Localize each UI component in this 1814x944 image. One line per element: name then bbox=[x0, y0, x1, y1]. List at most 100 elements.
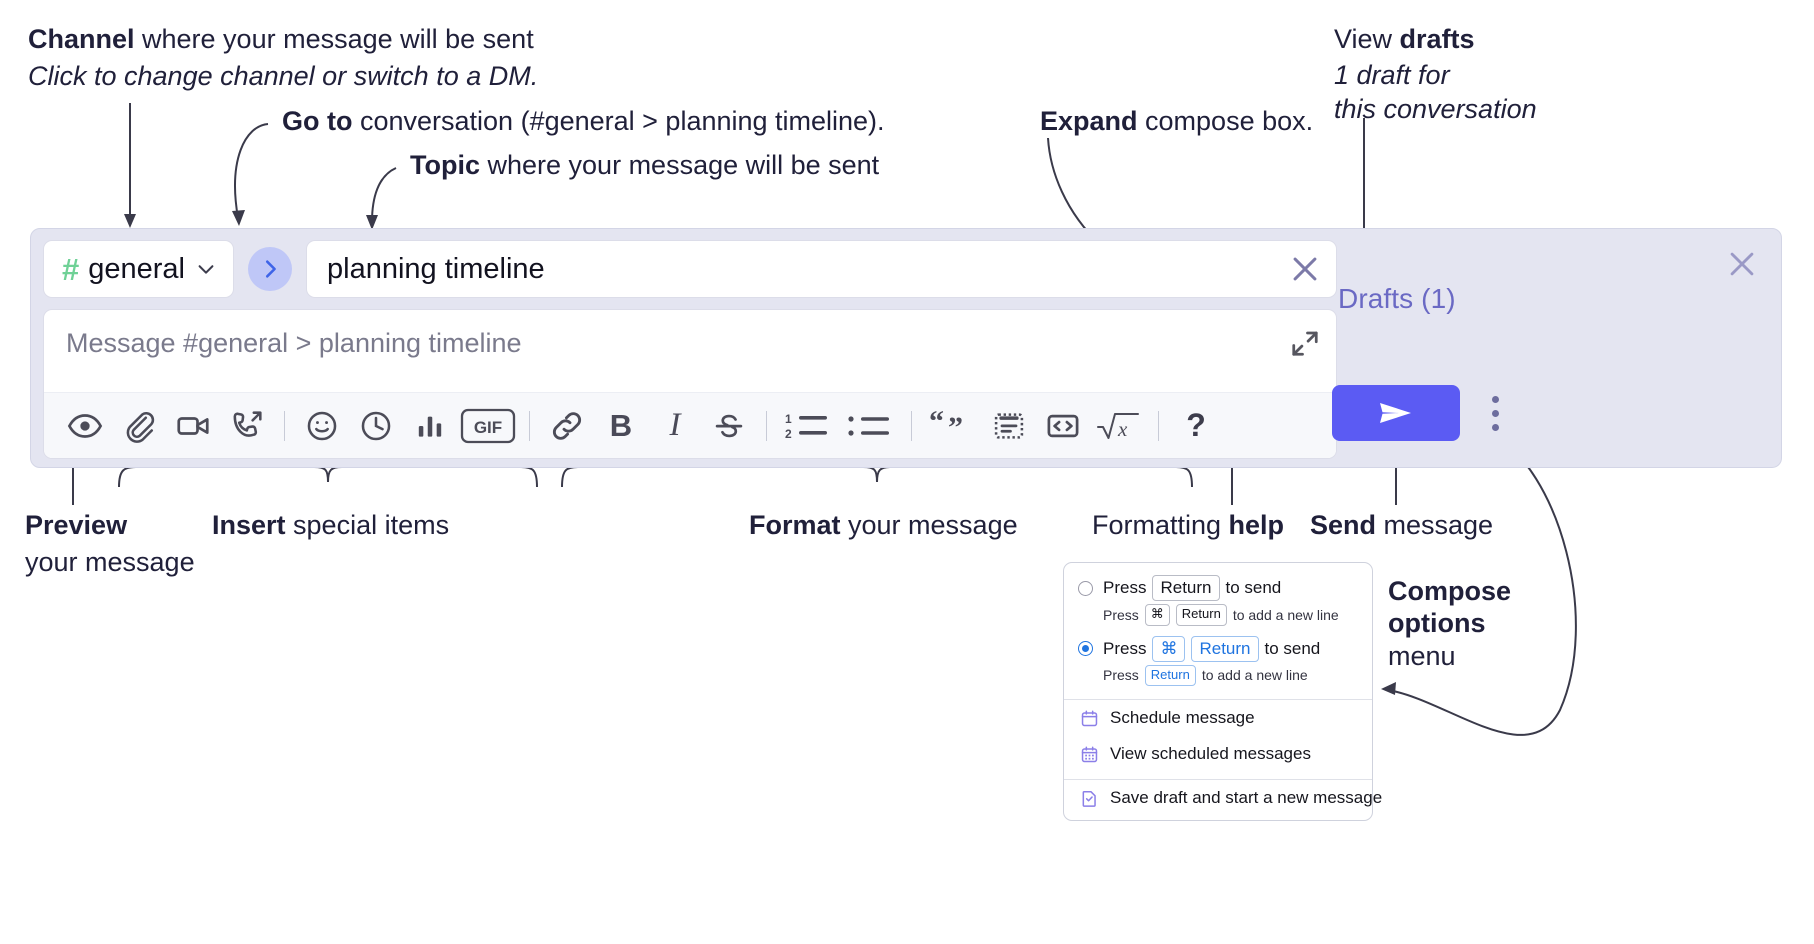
annotation-expand: Expand compose box. bbox=[1040, 106, 1313, 138]
send-mode-option-2[interactable]: Press ⌘ Return to send bbox=[1064, 632, 1372, 662]
compose-options-button[interactable] bbox=[1478, 387, 1512, 439]
send-button[interactable] bbox=[1332, 385, 1460, 441]
gif-icon[interactable]: GIF bbox=[457, 399, 519, 453]
bold-label: B bbox=[609, 408, 633, 443]
code-block-icon[interactable] bbox=[982, 399, 1036, 453]
emoji-icon[interactable] bbox=[295, 399, 349, 453]
compose-header-row: # general planning timeline bbox=[43, 240, 1337, 298]
calendar-icon bbox=[1081, 709, 1098, 726]
annotation-channel-bold: Channel bbox=[28, 24, 135, 54]
attachment-icon[interactable] bbox=[112, 399, 166, 453]
menu-item-save-draft[interactable]: Save draft and start a new message bbox=[1064, 780, 1382, 820]
clock-icon[interactable] bbox=[349, 399, 403, 453]
formatting-toolbar: GIF B bbox=[44, 392, 1336, 458]
toolbar-separator bbox=[284, 410, 285, 441]
math-icon[interactable]: x bbox=[1090, 399, 1148, 453]
compose-options-menu: Press Return to send Press ⌘ Return to a… bbox=[1063, 562, 1382, 821]
drafts-link[interactable]: Drafts (1) bbox=[1338, 283, 1456, 314]
kbd-return: Return bbox=[1175, 604, 1227, 626]
channel-name-label: general bbox=[88, 252, 185, 285]
send-mode-2-pre: Press bbox=[1103, 638, 1147, 658]
italic-icon[interactable]: I bbox=[648, 399, 702, 453]
annotation-preview: Preview your message bbox=[25, 510, 195, 579]
annotation-goto-rest: conversation (#general > planning timeli… bbox=[352, 106, 885, 136]
radio-unselected[interactable] bbox=[1078, 580, 1093, 596]
send-mode-1-post: to send bbox=[1225, 578, 1282, 598]
call-forward-icon[interactable] bbox=[220, 399, 274, 453]
channel-selector[interactable]: # general bbox=[43, 240, 234, 298]
annotation-drafts-pre: View bbox=[1334, 24, 1400, 54]
bullet-list-icon[interactable] bbox=[839, 399, 901, 453]
preview-icon[interactable] bbox=[58, 399, 112, 453]
menu-item-schedule-message[interactable]: Schedule message bbox=[1064, 700, 1372, 736]
chevron-right-icon bbox=[265, 260, 276, 278]
help-icon[interactable]: ? bbox=[1169, 399, 1223, 453]
calendar-grid-icon bbox=[1081, 745, 1098, 762]
brace-format bbox=[561, 466, 1193, 488]
annotation-topic-rest: where your message will be sent bbox=[480, 150, 880, 180]
annotation-send-bold: Send bbox=[1310, 510, 1377, 540]
kbd-command: ⌘ bbox=[1152, 635, 1186, 662]
help-label: ? bbox=[1186, 407, 1206, 443]
kbd-return: Return bbox=[1191, 635, 1259, 662]
annotation-topic: Topic where your message will be sent bbox=[410, 150, 879, 182]
send-mode-2-text: Press ⌘ Return to send bbox=[1103, 635, 1321, 662]
annotation-drafts-bold: drafts bbox=[1399, 24, 1475, 54]
annotation-compose-rest: menu bbox=[1388, 640, 1456, 671]
annotation-preview-bold: Preview bbox=[25, 510, 128, 540]
annotation-preview-sub: your message bbox=[25, 546, 195, 577]
poll-icon[interactable] bbox=[403, 399, 457, 453]
close-icon[interactable] bbox=[1288, 252, 1322, 286]
annotation-send: Send message bbox=[1310, 510, 1493, 542]
goto-conversation-button[interactable] bbox=[248, 247, 292, 291]
annotation-expand-bold: Expand bbox=[1040, 106, 1138, 136]
annotation-topic-bold: Topic bbox=[410, 150, 480, 180]
annotation-insert: Insert special items bbox=[212, 510, 449, 542]
message-input[interactable]: Message #general > planning timeline bbox=[44, 310, 1336, 392]
svg-text:GIF: GIF bbox=[474, 418, 502, 437]
bold-icon[interactable]: B bbox=[594, 399, 648, 453]
menu-item-label: View scheduled messages bbox=[1110, 744, 1311, 763]
expand-diagonal-icon[interactable] bbox=[1290, 328, 1320, 358]
ordered-list-icon[interactable]: 1 2 bbox=[777, 399, 839, 453]
svg-text:2: 2 bbox=[785, 427, 792, 441]
italic-label: I bbox=[669, 407, 681, 443]
annotation-drafts-sub1: 1 draft for bbox=[1334, 59, 1450, 90]
kebab-menu-icon bbox=[1491, 409, 1499, 417]
link-icon[interactable] bbox=[540, 399, 594, 453]
send-mode-option-1[interactable]: Press Return to send bbox=[1064, 571, 1372, 602]
hint-pre: Press bbox=[1103, 606, 1139, 623]
toolbar-separator bbox=[1158, 410, 1159, 441]
menu-divider bbox=[1064, 779, 1372, 780]
inline-code-icon[interactable] bbox=[1036, 399, 1090, 453]
annotation-channel-rest: where your message will be sent bbox=[134, 24, 534, 54]
kbd-return: Return bbox=[1152, 575, 1220, 602]
annotation-goto: Go to conversation (#general > planning … bbox=[282, 106, 885, 138]
annotation-format: Format your message bbox=[749, 510, 1018, 542]
send-mode-1-text: Press Return to send bbox=[1103, 575, 1282, 602]
video-icon[interactable] bbox=[166, 399, 220, 453]
annotation-send-rest: message bbox=[1376, 510, 1494, 540]
close-icon[interactable] bbox=[1725, 247, 1759, 281]
menu-item-label: Schedule message bbox=[1110, 708, 1255, 727]
topic-input[interactable]: planning timeline bbox=[306, 240, 1337, 298]
kebab-menu-icon bbox=[1491, 423, 1499, 431]
strikethrough-icon[interactable] bbox=[702, 399, 756, 453]
toolbar-separator bbox=[766, 410, 767, 441]
send-mode-2-post: to send bbox=[1264, 638, 1321, 658]
annotation-formatting-help: Formatting help bbox=[1092, 510, 1284, 542]
annotation-drafts: View drafts 1 draft for this conversatio… bbox=[1334, 24, 1537, 126]
menu-item-view-scheduled-messages[interactable]: View scheduled messages bbox=[1064, 736, 1372, 772]
blockquote-icon[interactable]: “ ” bbox=[922, 399, 982, 453]
compose-box: # general planning timeline bbox=[30, 228, 1782, 468]
send-mode-1-pre: Press bbox=[1103, 578, 1147, 598]
brace-insert bbox=[118, 466, 538, 488]
chevron-down-icon bbox=[198, 265, 214, 274]
svg-text:1: 1 bbox=[785, 412, 792, 426]
connector-topic bbox=[371, 167, 397, 223]
radio-selected[interactable] bbox=[1078, 641, 1093, 657]
send-mode-1-hint: Press ⌘ Return to add a new line bbox=[1064, 601, 1372, 631]
annotation-compose-bold2: options bbox=[1388, 608, 1486, 639]
